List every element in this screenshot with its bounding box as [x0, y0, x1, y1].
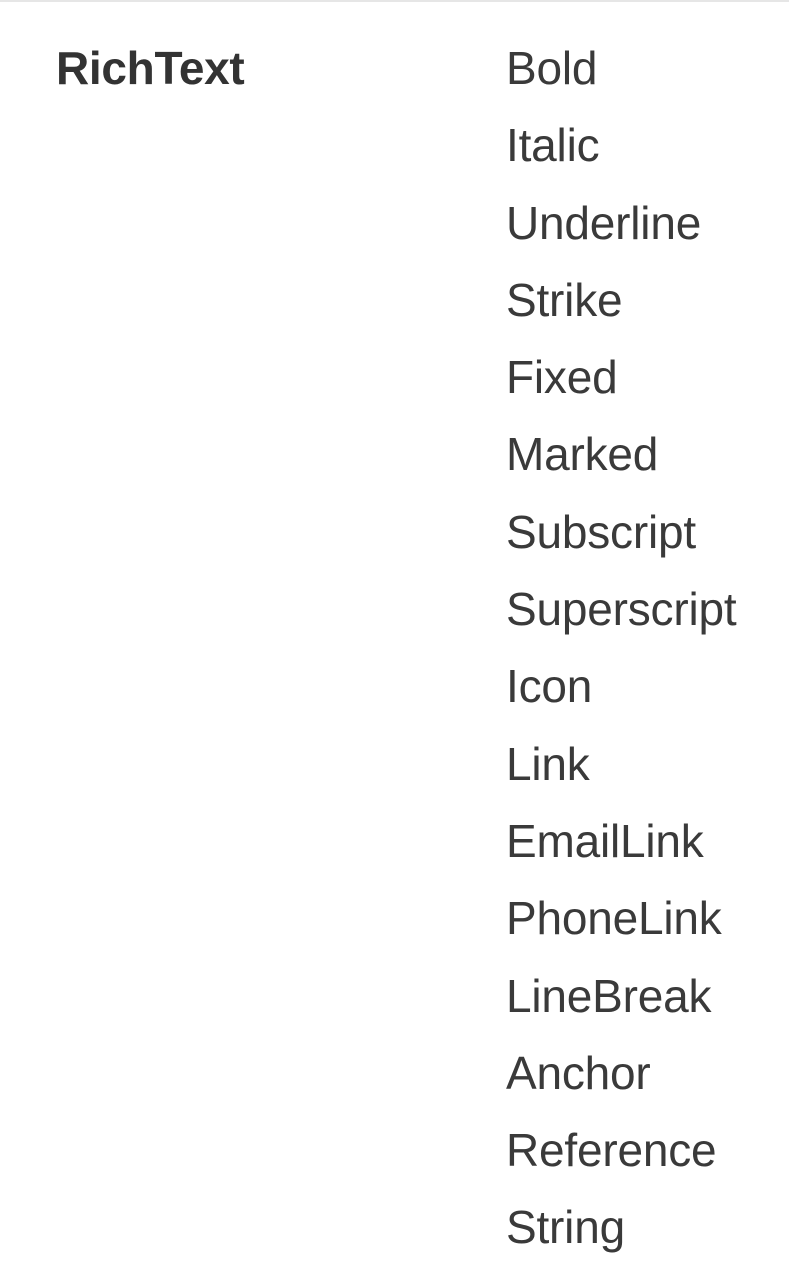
list-item-superscript: Superscript: [506, 583, 737, 636]
richtext-item-list: Bold Italic Underline Strike Fixed Marke…: [506, 38, 737, 1275]
top-divider: [0, 0, 789, 2]
list-item-reference: Reference: [506, 1124, 717, 1177]
list-item-underline: Underline: [506, 196, 702, 249]
list-item-anchor: Anchor: [506, 1046, 651, 1099]
list-item-italic: Italic: [506, 119, 600, 172]
list-item-bold: Bold: [506, 42, 598, 94]
section-title: RichText: [56, 42, 245, 94]
list-item-link: Link: [506, 737, 590, 790]
list-item-string: String: [506, 1201, 625, 1254]
list-item-line-break: LineBreak: [506, 969, 712, 1022]
list-item-icon: Icon: [506, 660, 593, 713]
list-item-phone-link: PhoneLink: [506, 892, 722, 945]
list-item-strike: Strike: [506, 273, 623, 326]
list-item-fixed: Fixed: [506, 351, 618, 404]
list-item-marked: Marked: [506, 428, 659, 481]
list-item-email-link: EmailLink: [506, 814, 704, 867]
list-item-subscript: Subscript: [506, 505, 696, 558]
